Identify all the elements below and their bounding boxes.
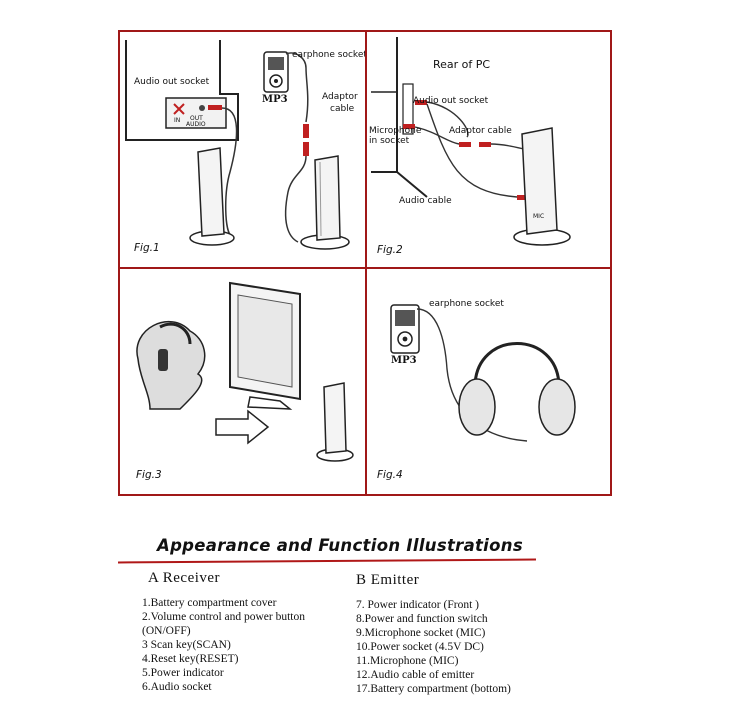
fig4-caption: Fig.4 xyxy=(377,469,403,481)
list-item: 7. Power indicator (Front ) xyxy=(356,598,511,612)
list-item: 9.Microphone socket (MIC) xyxy=(356,626,511,640)
receiver-list: 1.Battery compartment cover 2.Volume con… xyxy=(142,596,305,694)
fig3-drawing xyxy=(120,269,365,496)
fig1-jack-audio-label: AUDIO xyxy=(186,120,206,130)
fig1-mp3-label: MP3 xyxy=(262,94,288,105)
fig2-adaptor-cable-label: Adaptor cable xyxy=(449,126,512,136)
fig4-panel: earphone socket MP3 Fig.4 xyxy=(367,269,612,496)
page-title: Appearance and Function Illustrations xyxy=(157,536,523,555)
list-item: 8.Power and function switch xyxy=(356,612,511,626)
receiver-heading: A Receiver xyxy=(148,570,220,587)
fig2-in-socket-label: in socket xyxy=(369,136,409,146)
fig2-mic-label: MIC xyxy=(533,212,544,222)
fig2-caption: Fig.2 xyxy=(377,244,403,256)
fig1-jack-in-label: IN xyxy=(174,116,180,126)
list-item: 5.Power indicator xyxy=(142,666,305,680)
list-item: 11.Microphone (MIC) xyxy=(356,654,511,668)
emitter-heading: B Emitter xyxy=(356,572,419,589)
list-item: (ON/OFF) xyxy=(142,624,305,638)
fig4-mp3-label: MP3 xyxy=(391,355,417,366)
fig4-earphone-socket-label: earphone socket xyxy=(429,299,504,309)
list-item: 3 Scan key(SCAN) xyxy=(142,638,305,652)
emitter-list: 7. Power indicator (Front ) 8.Power and … xyxy=(356,598,511,696)
fig2-panel: Rear of PC Audio out socket Microphone i… xyxy=(367,32,612,267)
fig1-cable-label: cable xyxy=(330,104,354,114)
list-item: 6.Audio socket xyxy=(142,680,305,694)
fig2-rear-of-pc-label: Rear of PC xyxy=(433,60,490,70)
list-item: 17.Battery compartment (bottom) xyxy=(356,682,511,696)
fig1-drawing xyxy=(120,32,365,267)
fig3-caption: Fig.3 xyxy=(136,469,162,481)
list-item: 12.Audio cable of emitter xyxy=(356,668,511,682)
fig2-audio-cable-label: Audio cable xyxy=(399,196,452,206)
fig1-adaptor-label: Adaptor xyxy=(322,92,358,102)
fig3-panel: Fig.3 xyxy=(120,269,365,496)
list-item: 10.Power socket (4.5V DC) xyxy=(356,640,511,654)
list-item: 4.Reset key(RESET) xyxy=(142,652,305,666)
fig2-microphone-label: Microphone xyxy=(369,126,421,136)
fig1-audio-out-socket-label: Audio out socket xyxy=(134,77,209,87)
list-item: 2.Volume control and power button xyxy=(142,610,305,624)
list-item: 1.Battery compartment cover xyxy=(142,596,305,610)
title-underline xyxy=(118,559,536,564)
illustration-grid: Audio out socket IN OUT AUDIO earphone s… xyxy=(118,30,612,496)
fig1-caption: Fig.1 xyxy=(134,242,160,254)
fig1-earphone-socket-label: earphone socket xyxy=(292,50,365,60)
fig2-audio-out-socket-label: Audio out socket xyxy=(413,96,488,106)
fig1-panel: Audio out socket IN OUT AUDIO earphone s… xyxy=(120,32,365,267)
